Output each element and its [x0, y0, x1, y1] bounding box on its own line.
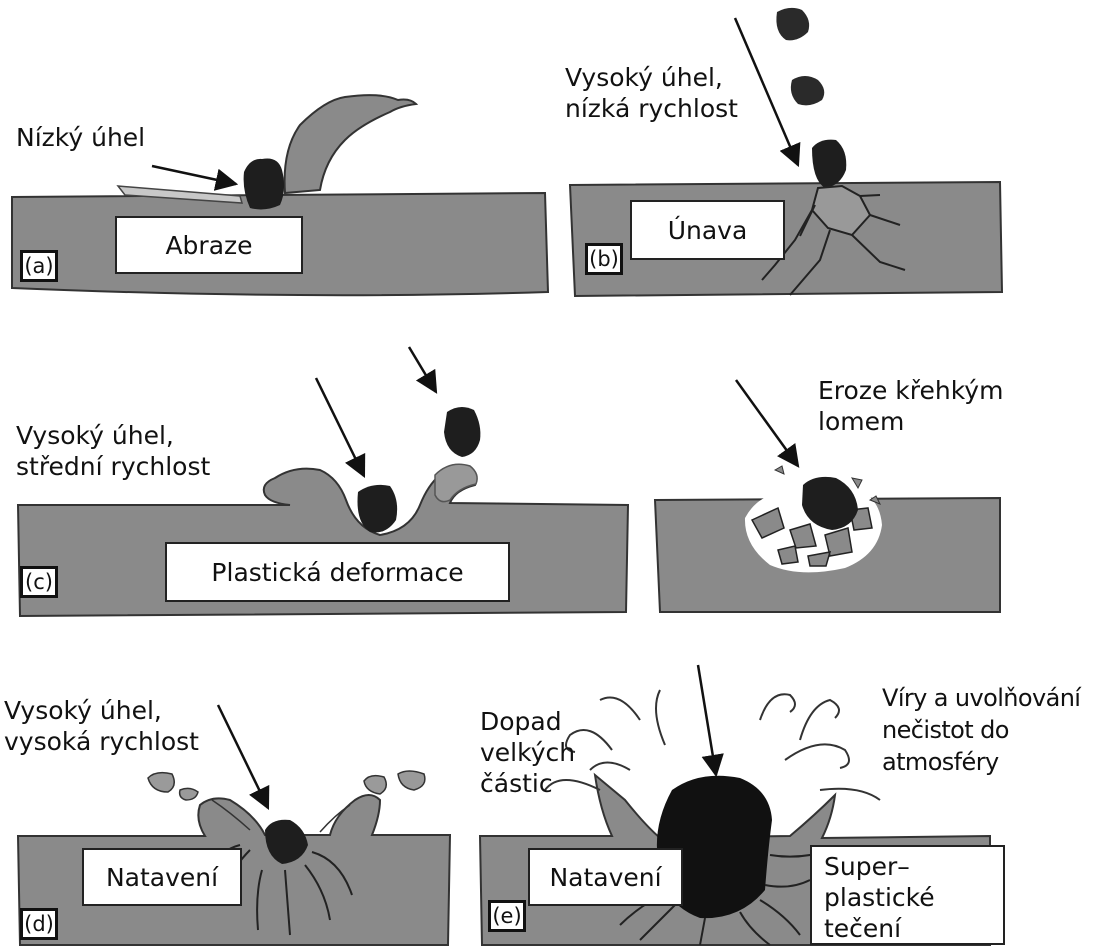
panel-c-angle-line1: Vysoký úhel,	[16, 420, 210, 451]
panel-e-impact-label: Dopad velkých částic	[480, 706, 575, 799]
panel-c-tag: (c)	[20, 566, 58, 598]
panel-d-droplets	[148, 771, 425, 800]
panel-e-impact-line2: velkých	[480, 737, 575, 768]
panel-e-vortex-line1: Víry a uvolňování	[882, 682, 1080, 714]
panel-b-angle-label: Vysoký úhel, nízká rychlost	[565, 62, 738, 124]
brittle-erosion-line2: lomem	[818, 406, 1003, 437]
panel-e-vortex-label: Víry a uvolňování nečistot do atmosféry	[882, 682, 1080, 778]
panel-c-arrow-1	[316, 378, 364, 476]
panel-c-arrow-2	[409, 347, 436, 392]
panel-e-superplastic-line2: plastické	[824, 882, 935, 913]
panel-b-particle-1	[776, 8, 809, 40]
panel-d-tag: (d)	[20, 908, 58, 940]
panel-c-splash-tip	[435, 464, 477, 501]
panel-b-tag: (b)	[585, 243, 623, 275]
panel-e-mechanism-box: Natavení	[528, 848, 683, 906]
panel-a-tag: (a)	[20, 250, 58, 282]
panel-e-superplastic-line1: Super–	[824, 851, 910, 882]
brittle-arrow	[736, 380, 798, 466]
panel-c-angle-line2: střední rychlost	[16, 451, 210, 482]
panel-c-particle-2	[444, 407, 480, 457]
panel-a-abrasion-lip	[285, 95, 416, 193]
panel-b-mechanism-box: Únava	[630, 200, 785, 260]
brittle-erosion-line1: Eroze křehkým	[818, 375, 1003, 406]
panel-d-angle-label: Vysoký úhel, vysoká rychlost	[4, 695, 199, 757]
panel-b-particle-2	[791, 76, 824, 105]
panel-d-mechanism-box: Natavení	[82, 848, 242, 906]
panel-c-particle-1	[358, 485, 398, 533]
panel-e-superplastic-line3: tečení	[824, 913, 901, 944]
panel-a-arrow	[152, 166, 236, 184]
panel-a-particle	[244, 158, 284, 209]
panel-b-particle-3	[812, 140, 846, 188]
panel-a-angle-label: Nízký úhel	[16, 122, 145, 153]
panel-e-arrow	[698, 665, 716, 775]
panel-b-angle-line2: nízká rychlost	[565, 93, 738, 124]
panel-e-vortex-line3: atmosféry	[882, 746, 1080, 778]
panel-e-tag: (e)	[488, 900, 526, 932]
panel-e-impact-line3: částic	[480, 768, 575, 799]
panel-c-mechanism-box: Plastická deformace	[165, 542, 510, 602]
panel-e-superplastic-box: Super– plastické tečení	[810, 845, 1005, 945]
panel-c-angle-label: Vysoký úhel, střední rychlost	[16, 420, 210, 482]
panel-e-impact-line1: Dopad	[480, 706, 575, 737]
brittle-erosion-label: Eroze křehkým lomem	[818, 375, 1003, 437]
panel-e-vortex-line2: nečistot do	[882, 714, 1080, 746]
panel-d-angle-line2: vysoká rychlost	[4, 726, 199, 757]
panel-d-angle-line1: Vysoký úhel,	[4, 695, 199, 726]
panel-d-arrow	[218, 705, 268, 808]
panel-b-angle-line1: Vysoký úhel,	[565, 62, 738, 93]
panel-a-mechanism-box: Abraze	[115, 216, 303, 274]
